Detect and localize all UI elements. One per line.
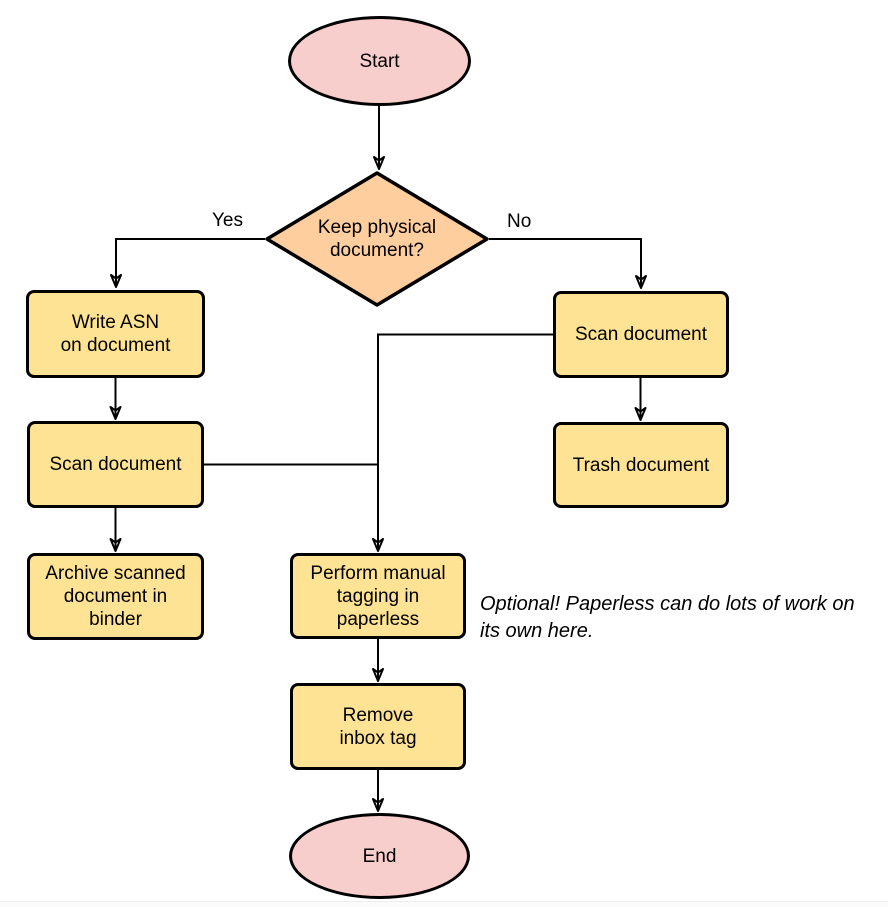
node-trash-document-label: Trash document — [572, 454, 710, 476]
node-remove-inbox-tag: Remove inbox tag — [290, 683, 466, 770]
node-scan-document-right-label: Scan document — [574, 324, 708, 345]
node-write-asn: Write ASN on document — [26, 290, 205, 378]
node-end-label: End — [362, 845, 397, 867]
optional-note: Optional! Paperless can do lots of work … — [480, 593, 855, 642]
edge-label-yes: Yes — [212, 210, 243, 231]
node-write-asn-label: Write ASN on document — [60, 312, 171, 356]
node-remove-inbox-tag-label: Remove inbox tag — [339, 704, 417, 749]
node-manual-tagging: Perform manual tagging in paperless — [290, 553, 466, 639]
node-manual-tagging-label: Perform manual tagging in paperless — [310, 562, 446, 630]
node-decision-keep-physical: Keep physical document? — [265, 171, 489, 307]
edge-label-no: No — [507, 211, 532, 232]
footer-area — [0, 902, 888, 907]
node-archive-scanned: Archive scanned document in binder — [27, 553, 204, 640]
node-scan-document-left: Scan document — [27, 421, 204, 508]
edge-decision-yes — [110, 238, 265, 288]
edge-scanright-to-tagging — [372, 333, 553, 552]
node-start-label: Start — [359, 50, 400, 72]
node-trash-document: Trash document — [553, 422, 729, 508]
node-archive-scanned-label: Archive scanned document in binder — [45, 563, 186, 630]
footer-divider-line — [0, 901, 888, 902]
node-start: Start — [288, 16, 471, 106]
node-end: End — [289, 813, 470, 899]
node-scan-document-right: Scan document — [553, 291, 729, 378]
diamond-shape — [265, 171, 489, 307]
edge-decision-no — [489, 238, 647, 289]
node-scan-document-left-label: Scan document — [49, 454, 182, 475]
node-decision-label: Keep physical document? — [317, 217, 437, 261]
